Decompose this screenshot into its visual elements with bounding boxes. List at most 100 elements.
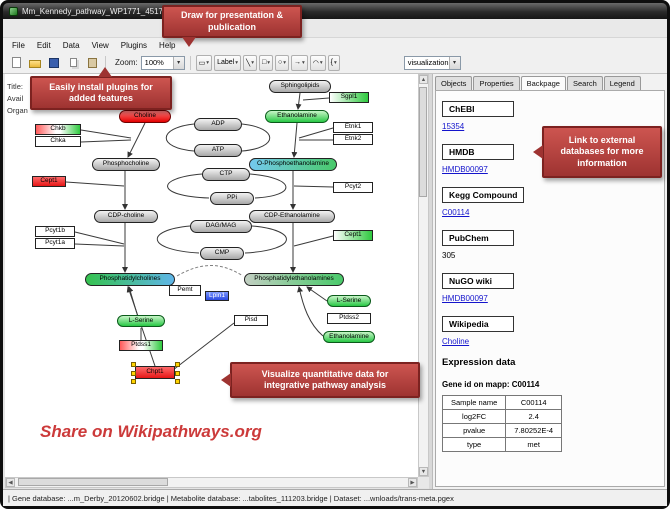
canvas-field-label: Avail [7, 94, 24, 103]
scroll-right-icon[interactable]: ▶ [408, 478, 417, 487]
menu-file[interactable]: File [12, 40, 25, 50]
arc-tool[interactable]: ◠▾ [309, 54, 326, 71]
pathway-node-atp[interactable]: ATP [194, 144, 242, 157]
selection-handle[interactable] [131, 379, 136, 384]
pathway-node-pcyt2[interactable]: Pcyt2 [333, 182, 373, 193]
pathway-node-pcyt1a[interactable]: Pcyt1a [35, 238, 75, 249]
pathway-node-etnk2[interactable]: Etnk2 [333, 134, 373, 145]
pathway-node-cdp-ethanolamine[interactable]: CDP-Ethanolamine [249, 210, 335, 223]
tab-backpage[interactable]: Backpage [520, 76, 566, 90]
pathway-node-chka[interactable]: Chka [35, 136, 81, 147]
pathway-node-ptdss2[interactable]: Ptdss2 [327, 313, 371, 324]
tab-objects[interactable]: Objects [435, 76, 473, 90]
horizontal-scroll-thumb[interactable] [18, 478, 168, 486]
pathway-node-cept1[interactable]: Cept1 [32, 176, 66, 187]
selection-handle[interactable] [131, 362, 136, 367]
selection-handle[interactable] [175, 371, 180, 376]
pathway-node-adp[interactable]: ADP [194, 118, 242, 131]
statusbar: | Gene database: ...m_Derby_20120602.bri… [3, 489, 667, 506]
pathway-node-sgpl1[interactable]: Sgpl1 [329, 92, 369, 103]
pathway-node-ppi[interactable]: PPi [210, 192, 254, 205]
pathway-node-cdp-choline[interactable]: CDP-choline [94, 210, 158, 223]
pathway-node-phosphocholine[interactable]: Phosphocholine [92, 158, 160, 171]
backpage-link-wikipedia[interactable]: Choline [442, 337, 470, 346]
gene-id-label: Gene id on mapp: C00114 [442, 380, 540, 389]
brace-tool[interactable]: {▾ [327, 54, 340, 71]
table-cell: Sample name [441, 395, 507, 410]
ellipse-tool[interactable]: ○▾ [274, 54, 289, 71]
vertical-scroll-thumb[interactable] [419, 87, 427, 197]
backpage-link-kegg-compound[interactable]: C00114 [442, 208, 470, 217]
titlebar: Mm_Kennedy_pathway_WP1771_45176.gpml [3, 3, 667, 19]
pathway-node-pcyt1b[interactable]: Pcyt1b [35, 226, 75, 237]
tab-properties[interactable]: Properties [473, 76, 520, 90]
scroll-down-icon[interactable]: ▼ [419, 467, 428, 476]
pathway-node-choline[interactable]: Choline [119, 110, 171, 123]
arrow-tool-icon: → [293, 59, 301, 66]
pathway-node-etnk1[interactable]: Etnk1 [333, 122, 373, 133]
copy-button[interactable] [65, 55, 81, 71]
callout-visualize: Visualize quantitative data for integrat… [221, 362, 420, 398]
label-tool[interactable]: Label▾ [214, 54, 241, 71]
pathway-node-cept1[interactable]: Cept1 [333, 230, 373, 241]
backpage-header-wikipedia: Wikipedia [442, 316, 514, 332]
selection-handle[interactable] [131, 371, 136, 376]
menu-edit[interactable]: Edit [36, 40, 51, 50]
pathway-node-pisd[interactable]: Pisd [234, 315, 268, 326]
selection-handle[interactable] [175, 362, 180, 367]
pathway-node-ctp[interactable]: CTP [202, 168, 250, 181]
pathway-node-chpt1[interactable]: Chpt1 [131, 362, 180, 384]
backpage-link-hmdb[interactable]: HMDB00097 [442, 165, 488, 174]
pathway-node-sphingolipids[interactable]: Sphingolipids [269, 80, 331, 93]
rect-tool[interactable]: □▾ [258, 54, 273, 71]
backpage-link-chebi[interactable]: 15354 [442, 122, 465, 131]
scroll-left-icon[interactable]: ◀ [6, 478, 15, 487]
paste-button[interactable] [84, 55, 100, 71]
datanode-tool[interactable]: ▭▾ [195, 54, 213, 71]
panel-splitter[interactable] [429, 74, 432, 489]
open-icon [29, 60, 41, 68]
backpage-header-chebi: ChEBI [442, 101, 514, 117]
pathway-node-chkb[interactable]: Chkb [35, 124, 81, 135]
backpage-link-nugo-wiki[interactable]: HMDB00097 [442, 294, 488, 303]
pathway-node-pemt[interactable]: Pemt [169, 285, 201, 296]
callout-plugins: Easily install plugins for added feature… [30, 67, 172, 110]
canvas-field-label: Organ [7, 106, 28, 115]
save-button[interactable] [46, 55, 62, 71]
pathway-node-l-serine[interactable]: L-Serine [327, 295, 371, 307]
menu-help[interactable]: Help [159, 40, 176, 50]
menu-data[interactable]: Data [62, 40, 80, 50]
paste-icon [87, 57, 97, 68]
pathway-node-dag-mag[interactable]: DAG/MAG [190, 220, 252, 233]
pathway-node-ethanolamine[interactable]: Ethanolamine [323, 331, 375, 343]
vertical-scrollbar[interactable]: ▲ ▼ [418, 74, 429, 477]
pathway-node-cmp[interactable]: CMP [200, 247, 244, 260]
pathway-node-phosphatidylethanolamines[interactable]: Phosphatidylethanolamines [244, 273, 344, 286]
menu-plugins[interactable]: Plugins [120, 40, 148, 50]
line-tool[interactable]: ╲▾ [242, 54, 257, 71]
pathway-node-ptdss1[interactable]: Ptdss1 [119, 340, 163, 351]
pathway-node-o-phosphoethanolamine[interactable]: O-Phosphoethanolamine [249, 158, 337, 171]
chevron-down-icon: ▾ [301, 59, 305, 66]
pathway-node-l-serine[interactable]: L-Serine [117, 315, 165, 327]
scroll-up-icon[interactable]: ▲ [419, 75, 428, 84]
horizontal-scrollbar[interactable]: ◀ ▶ [5, 477, 418, 488]
arrow-tool[interactable]: →▾ [290, 54, 308, 71]
new-file-button[interactable] [8, 55, 24, 71]
open-button[interactable] [27, 55, 43, 71]
pathway-node-ethanolamine[interactable]: Ethanolamine [265, 110, 329, 123]
pathway-node-phosphatidylcholines[interactable]: Phosphatidylcholines [85, 273, 175, 286]
pathway-node-lpin1[interactable]: Lpin1 [205, 291, 229, 301]
selection-handle[interactable] [175, 379, 180, 384]
chevron-down-icon: ▾ [267, 59, 270, 66]
visualization-combobox[interactable]: visualization ▾ [403, 55, 461, 70]
menu-view[interactable]: View [91, 40, 109, 50]
toolbar-left-icons [8, 55, 100, 71]
tab-search[interactable]: Search [566, 76, 603, 90]
status-text: | Gene database: ...m_Derby_20120602.bri… [8, 493, 454, 503]
zoom-combobox[interactable]: 100% ▾ [140, 55, 185, 70]
tab-legend[interactable]: Legend [603, 76, 641, 90]
datanode-tool-icon: ▭ [198, 59, 206, 67]
window-chrome-band [3, 19, 667, 38]
